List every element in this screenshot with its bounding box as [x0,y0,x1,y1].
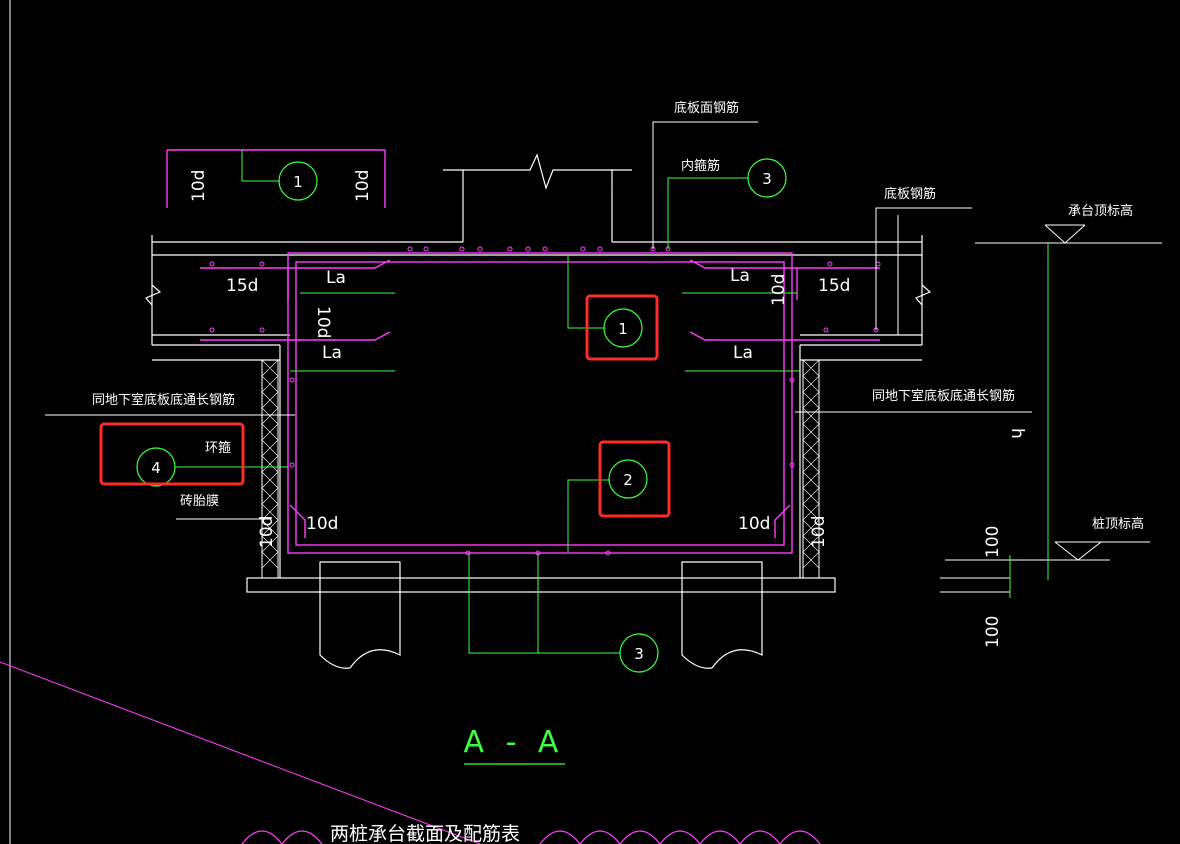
dim-10d-side-left: 10d [313,306,333,338]
label-basement-long-bar-left: 同地下室底板底通长钢筋 [92,392,235,408]
dim-10d-bottom-left: 10d [306,514,338,534]
marker-1-top-text: 1 [293,173,303,191]
table-title: 两桩承台截面及配筋表 [330,823,520,844]
highlight-boxes [99,294,671,518]
marker-4-left-text: 4 [151,459,161,477]
dim-h: h [1007,428,1027,439]
dim-10d-wall-right: 10d [809,516,829,548]
pile-left [319,561,401,669]
marker-3-bottom-text: 3 [634,645,644,663]
dim-100-lower: 100 [983,616,1003,648]
dim-100-upper: 100 [983,526,1003,558]
pile-right [681,561,763,669]
revision-cloud [241,830,821,844]
column-outline [443,153,632,242]
diagonal-construction-line [0,661,481,844]
dim-la-lower-right: La [733,343,753,363]
cushion-layer [246,577,836,593]
dim-10d-top-left: 10d [189,170,209,202]
label-bottom-plate-bar: 底板钢筋 [884,186,936,202]
marker-3-top-text: 3 [762,170,772,188]
highlight-marker-1 [585,294,659,361]
section-title: A - A [464,725,565,760]
leader-lines [45,121,1162,593]
label-basement-long-bar-right: 同地下室底板底通长钢筋 [872,388,1015,404]
label-bottom-plate-top-bar: 底板面钢筋 [674,100,739,116]
basement-slab [145,235,932,578]
dimension-lines [175,150,1049,654]
label-ring-stirrup: 环箍 [205,440,231,456]
highlight-marker-2 [598,440,671,518]
dim-10d-side-right: 10d [769,274,789,306]
cap-rebar-cage [166,149,880,554]
rebar-dots [209,246,881,556]
marker-1-center-text: 1 [618,320,628,338]
marker-2-center: 2 [608,459,648,499]
label-inner-stirrup: 内箍筋 [681,158,720,174]
highlight-marker-4 [99,422,245,486]
label-cap-top-elevation: 承台顶标高 [1068,203,1133,219]
dim-10d-top-right: 10d [353,170,373,202]
dim-10d-bottom-right: 10d [738,514,770,534]
dim-15d-right: 15d [818,276,850,296]
marker-1-top: 1 [278,161,318,201]
dim-15d-left: 15d [226,276,258,296]
label-pile-top-elevation: 桩顶标高 [1092,516,1144,532]
dim-la-top-right: La [730,266,750,286]
marker-3-top: 3 [747,158,787,198]
dim-10d-wall-left: 10d [257,516,277,548]
marker-4-left: 4 [136,447,176,487]
label-brick-form: 砖胎膜 [180,494,219,509]
dim-la-lower-left: La [322,343,342,363]
marker-2-center-text: 2 [623,471,633,489]
dim-la-top-left: La [326,268,346,288]
marker-3-bottom: 3 [619,633,659,673]
marker-1-center: 1 [603,308,643,348]
